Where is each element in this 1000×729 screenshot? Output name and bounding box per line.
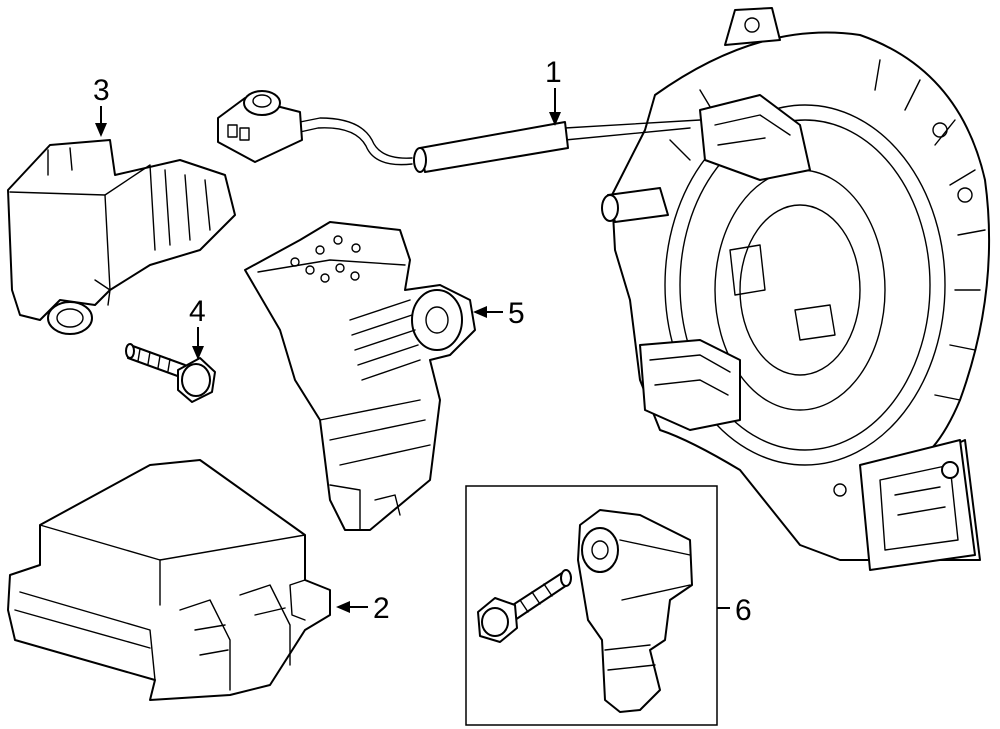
callout-6: 6: [735, 594, 752, 627]
clock-spring-cable[interactable]: [217, 90, 701, 173]
bolt[interactable]: [125, 343, 216, 403]
sensor-bolt[interactable]: [477, 569, 572, 643]
callout-4: 4: [189, 295, 206, 328]
callout-3-arrow: [95, 123, 107, 137]
callout-1-arrow: [549, 112, 561, 126]
airbag-control-module[interactable]: [7, 459, 331, 701]
detail-inset-box: [465, 485, 718, 726]
steering-angle-sensor[interactable]: [244, 221, 476, 531]
callout-2-arrow: [336, 601, 350, 613]
callout-5-arrow: [473, 306, 487, 318]
callout-4-arrow: [192, 346, 204, 360]
impact-sensor[interactable]: [7, 139, 236, 335]
side-impact-sensor[interactable]: [577, 509, 693, 713]
callout-2: 2: [373, 592, 390, 625]
callout-5: 5: [508, 297, 525, 330]
clock-spring-assembly[interactable]: [601, 7, 991, 571]
callout-1: 1: [545, 56, 562, 89]
callout-3: 3: [93, 74, 110, 107]
